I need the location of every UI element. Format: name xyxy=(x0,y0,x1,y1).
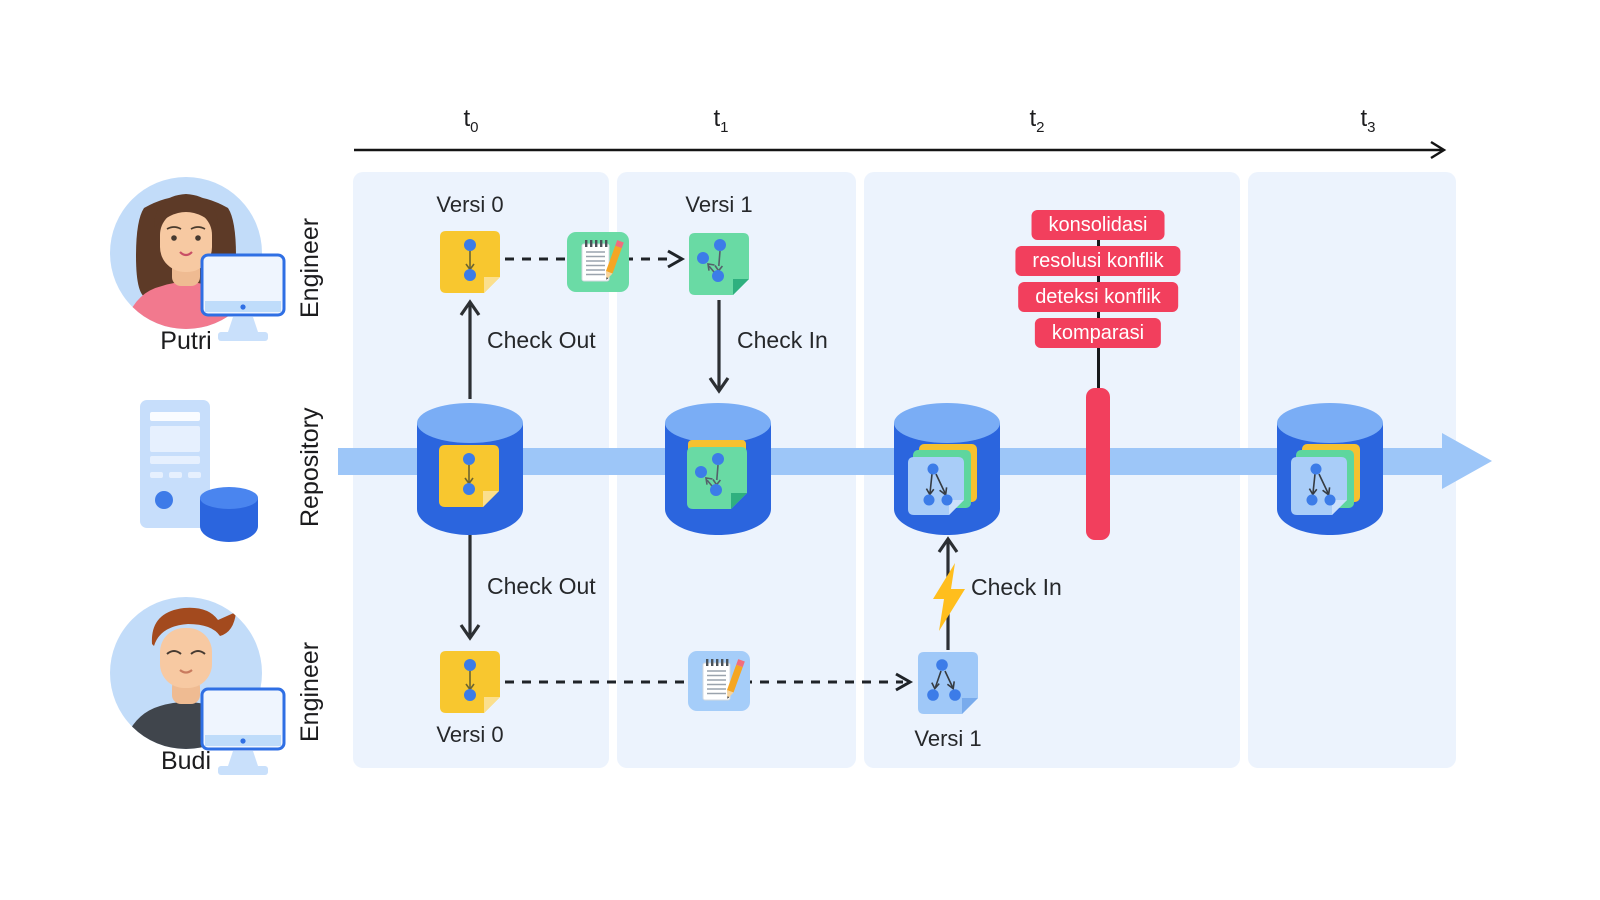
tick-t3: t3 xyxy=(1360,105,1376,136)
budi-avatar xyxy=(110,597,286,775)
putri-versi0-note-icon xyxy=(440,231,500,293)
repo-database-t3-icon xyxy=(1277,403,1383,535)
lane-engineer-top: Engineer xyxy=(296,217,324,319)
budi-edit-dashed-arrow xyxy=(505,672,914,692)
putri-name: Putri xyxy=(160,327,212,355)
budi-check-out-arrow xyxy=(459,535,481,641)
merge-label-deteksi-konflik: deteksi konflik xyxy=(1018,282,1178,312)
repo-database-t1-icon xyxy=(665,403,771,535)
merge-label-resolusi-konflik: resolusi konflik xyxy=(1015,246,1181,276)
budi-versi1-label: Versi 1 xyxy=(914,726,982,751)
repo-database-t2-icon xyxy=(894,403,1000,535)
tick-t2: t2 xyxy=(1029,105,1045,136)
putri-monitor-icon xyxy=(200,253,286,341)
putri-versi0-label: Versi 0 xyxy=(436,192,504,217)
lane-engineer-bottom: Engineer xyxy=(296,641,324,743)
budi-versi0-note-icon xyxy=(440,651,500,713)
merge-label-konsolidasi: konsolidasi xyxy=(1031,210,1165,240)
repository-flow-arrowhead xyxy=(1442,433,1492,489)
repo-database-t0-icon xyxy=(417,403,523,535)
budi-versi1-note-icon xyxy=(918,652,978,714)
budi-check-in-label: Check In xyxy=(971,574,1062,600)
lane-repository: Repository xyxy=(296,407,324,527)
putri-edit-notepad-icon xyxy=(567,232,629,292)
budi-versi0-label: Versi 0 xyxy=(436,722,504,747)
budi-name: Budi xyxy=(160,747,212,775)
conflict-lightning-icon xyxy=(933,563,965,631)
tick-t0: t0 xyxy=(463,105,479,136)
putri-check-out-arrow xyxy=(459,299,481,399)
tick-t1: t1 xyxy=(713,105,729,136)
putri-check-out-label: Check Out xyxy=(487,327,596,353)
budi-check-out-label: Check Out xyxy=(487,573,596,599)
putri-versi1-note-icon xyxy=(689,233,749,295)
budi-monitor-icon xyxy=(200,687,286,775)
budi-edit-notepad-icon xyxy=(688,651,750,711)
merge-label-komparasi: komparasi xyxy=(1034,318,1162,348)
putri-avatar xyxy=(110,177,286,341)
server-icon xyxy=(140,400,258,542)
timeline-axis-arrow xyxy=(354,140,1447,160)
putri-check-in-arrow xyxy=(708,300,730,394)
putri-check-in-label: Check In xyxy=(737,327,828,353)
merge-bar xyxy=(1086,388,1110,540)
putri-versi1-label: Versi 1 xyxy=(685,192,753,217)
